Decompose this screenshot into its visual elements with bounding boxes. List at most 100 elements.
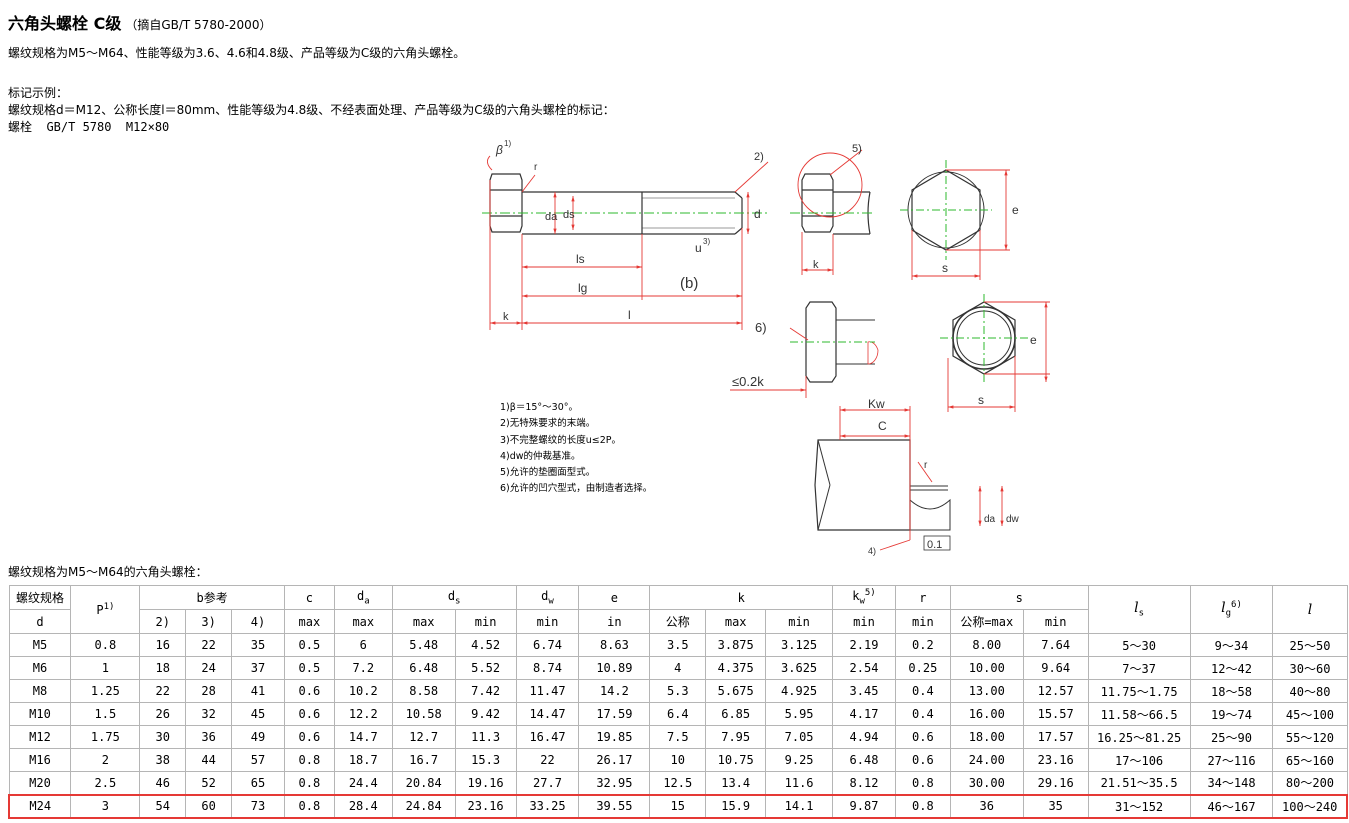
table-cell: 15.57 [1022,702,1089,726]
table-cell: 40～80 [1272,679,1348,703]
table-cell: 22 [185,633,233,657]
table-cell: 73 [231,793,285,819]
c-label: C [878,419,887,433]
note2-label: 2) [754,151,764,163]
table-cell: 4.94 [832,725,896,749]
detail-view [814,406,1004,551]
table-cell: 7.2 [333,656,393,680]
marking-heading: 标记示例： [8,86,69,100]
u-note: 3) [703,237,710,246]
table-cell: 0.6 [894,725,951,749]
table-cell: 36 [185,725,233,749]
table-cell: 6.74 [515,633,580,657]
table-cell: 18.00 [949,725,1024,749]
table-cell: 7.42 [454,679,517,703]
table-cell: M8 [8,679,72,703]
table-cell: 12.5 [649,771,707,795]
k-label: k [503,311,509,323]
table-cell: 12.2 [333,702,393,726]
table-cell: 3 [70,793,141,819]
header-cell: 3) [185,609,233,634]
table-cell: 15.3 [454,748,517,772]
header-cell: ds [391,585,517,610]
header-cell: min [454,609,517,634]
header-cell: max [705,609,767,634]
table-cell: 0.8 [283,748,335,772]
table-cell: 6.48 [391,656,456,680]
header-row: 螺纹规格 P1) b参考 c da ds dw e k kw5) r s ls … [8,585,1348,634]
table-cell: 10 [649,748,707,772]
header-cell: max [333,609,393,634]
r-label: r [534,162,538,173]
table-cell: 80～200 [1272,771,1348,795]
table-cell: 35 [1022,793,1089,819]
table-cell: 5.3 [649,679,707,703]
table-cell: 0.8 [70,633,141,657]
hex-view-bottom [940,294,1050,412]
header-cell: 2) [139,609,187,634]
table-cell: 1.25 [70,679,141,703]
header-cell: c [283,585,335,610]
table-cell: 8.58 [391,679,456,703]
table-cell: 11.47 [515,679,580,703]
lg-label: lg [578,281,587,295]
header-cell: dw [515,585,580,610]
table-cell: 7.95 [705,725,767,749]
table-cell: 0.5 [283,656,335,680]
table-cell: 3.5 [649,633,707,657]
header-cell: min [1022,609,1089,634]
table-cell: 0.5 [283,633,335,657]
hex-bottom-e-label: e [1030,333,1037,347]
footnote: 2)无特殊要求的末端。 [500,418,596,430]
table-cell: 29.16 [1022,771,1089,795]
table-cell: 2.5 [70,771,141,795]
table-cell: 8.63 [578,633,651,657]
header-cell: max [283,609,335,634]
table-cell: M16 [8,748,72,772]
header-cell: 4) [231,609,285,634]
ls-label: ls [576,252,585,266]
beta-label: β [495,143,503,157]
flatness-label: 0.1 [927,539,942,551]
table-cell: 8.12 [832,771,896,795]
header-cell: l [1272,585,1348,634]
table-cell: 11.75～1.75 [1087,679,1191,703]
table-cell: M24 [8,793,72,819]
bolt-spec-table: 螺纹规格 P1) b参考 c da ds dw e k kw5) r s ls … [8,585,1349,819]
header-cell: min [894,609,951,634]
table-cell: 10.89 [578,656,651,680]
table-cell: 12～42 [1189,656,1274,680]
footnote: 5)允许的垫圈面型式。 [500,467,596,479]
table-cell: 27.7 [515,771,580,795]
table-cell: 16.47 [515,725,580,749]
table-cell: M12 [8,725,72,749]
b-label: (b) [680,275,698,292]
table-cell: 14.1 [765,793,834,819]
table-cell: 0.25 [894,656,951,680]
table-cell: 26 [139,702,187,726]
header-cell: da [333,585,393,610]
table-cell: 3.625 [765,656,834,680]
hex-top-e-label: e [1012,203,1019,217]
table-cell: 5.675 [705,679,767,703]
main-dimensions [487,155,769,330]
table-cell: 5.52 [454,656,517,680]
header-cell: 螺纹规格 [8,585,72,610]
title-text: 六角头螺栓 C级 [8,14,122,33]
table-cell: 17～106 [1087,748,1191,772]
header-cell: 公称 [649,609,707,634]
table-cell: 2.19 [832,633,896,657]
table-cell: 27～116 [1189,748,1274,772]
table-cell: 9.25 [765,748,834,772]
table-cell: 37 [231,656,285,680]
table-cell: 9.64 [1022,656,1089,680]
detail-dw-label: dw [1006,514,1020,525]
table-caption: 螺纹规格为M5～M64的六角头螺栓： [8,565,208,579]
table-cell: 36 [949,793,1024,819]
table-cell: 5～30 [1087,633,1191,657]
table-cell: 26.17 [578,748,651,772]
